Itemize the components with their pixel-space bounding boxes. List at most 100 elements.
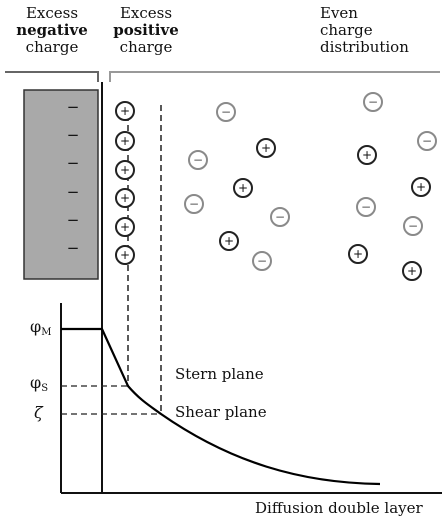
zeta-label: ζ xyxy=(34,403,43,422)
plus-sign: + xyxy=(120,104,130,118)
header-negative-charge: Excess negative charge xyxy=(2,5,102,56)
diffusion-double-layer-caption: Diffusion double layer xyxy=(255,499,423,517)
plus-sign: + xyxy=(224,234,234,248)
plus-sign: + xyxy=(261,141,271,155)
stern-cation: + xyxy=(115,131,135,151)
header-positive-line2: positive xyxy=(113,21,179,39)
diffuse-anion: − xyxy=(417,131,437,151)
ion-circle xyxy=(115,188,135,208)
electrode-negative-charge: − xyxy=(67,98,80,116)
electrode-charges: − − − − − − xyxy=(67,98,80,257)
plus-sign: + xyxy=(120,163,130,177)
phi-m-subscript: M xyxy=(41,327,52,338)
diffuse-anion: − xyxy=(216,102,236,122)
phi-s-label: φS xyxy=(30,374,48,397)
plus-sign: + xyxy=(120,134,130,148)
electrode-negative-charge: − xyxy=(67,126,80,144)
minus-sign: − xyxy=(221,105,231,119)
ion-circle xyxy=(357,145,377,165)
ion-circle xyxy=(115,160,135,180)
diffuse-cation: + xyxy=(357,145,377,165)
diffuse-cation: + xyxy=(256,138,276,158)
electrode-negative-charge: − xyxy=(67,239,80,257)
ion-circle xyxy=(348,244,368,264)
stern-cation: + xyxy=(115,160,135,180)
stern-cation: + xyxy=(115,188,135,208)
ion-circle xyxy=(252,251,272,271)
stern-plane-label: Stern plane xyxy=(175,365,264,383)
ion-circle xyxy=(403,216,423,236)
minus-sign: − xyxy=(422,134,432,148)
minus-sign: − xyxy=(361,200,371,214)
header-negative-line3: charge xyxy=(25,38,79,56)
minus-sign: − xyxy=(368,95,378,109)
diffuse-anion: − xyxy=(270,207,290,227)
phi-m-label: φM xyxy=(30,318,51,341)
header-positive-line1: Excess xyxy=(119,4,173,22)
ion-circle xyxy=(188,150,208,170)
potential-curve xyxy=(61,327,381,486)
ion-circle xyxy=(115,131,135,151)
plus-sign: + xyxy=(120,220,130,234)
plus-sign: + xyxy=(120,248,130,262)
negative-bracket xyxy=(5,71,99,82)
diffuse-cation: + xyxy=(411,177,431,197)
phi-s-subscript: S xyxy=(41,383,49,394)
diffuse-anion: − xyxy=(356,197,376,217)
diffuse-anion: − xyxy=(403,216,423,236)
plus-sign: + xyxy=(353,247,363,261)
header-negative-line1: Excess xyxy=(25,4,79,22)
header-positive-line3: charge xyxy=(119,38,173,56)
ion-circle xyxy=(411,177,431,197)
stern-cation: + xyxy=(115,217,135,237)
electrode-block xyxy=(23,89,99,280)
header-positive-charge: Excess positive charge xyxy=(100,5,192,56)
plus-sign: + xyxy=(407,264,417,278)
header-even-line2: charge xyxy=(320,21,373,39)
ion-circle xyxy=(233,178,253,198)
header-even-line3: distribution xyxy=(320,38,409,56)
header-even-line1: Even xyxy=(320,4,358,22)
diffuse-layer-ions: − − + − + − + + − − − − + + − + xyxy=(184,92,437,281)
plus-sign: + xyxy=(238,181,248,195)
ion-circle xyxy=(219,231,239,251)
ion-circle xyxy=(356,197,376,217)
ion-circle xyxy=(256,138,276,158)
diffuse-anion: − xyxy=(363,92,383,112)
positive-bracket xyxy=(109,71,440,82)
ion-circle xyxy=(216,102,236,122)
stern-cation: + xyxy=(115,101,135,121)
phi-m-symbol: φ xyxy=(30,317,42,336)
ion-circle xyxy=(115,101,135,121)
ion-circle xyxy=(115,217,135,237)
shear-plane-label: Shear plane xyxy=(175,403,267,421)
header-even-distribution: Even charge distribution xyxy=(320,5,440,56)
header-negative-line2: negative xyxy=(16,21,88,39)
electrode-negative-charge: − xyxy=(67,154,80,172)
electrode-negative-charge: − xyxy=(67,211,80,229)
ion-circle xyxy=(402,261,422,281)
minus-sign: − xyxy=(408,219,418,233)
minus-sign: − xyxy=(193,153,203,167)
ion-circle xyxy=(417,131,437,151)
diffuse-cation: + xyxy=(348,244,368,264)
ion-circle xyxy=(363,92,383,112)
diffuse-anion: − xyxy=(184,194,204,214)
plus-sign: + xyxy=(416,180,426,194)
ion-circle xyxy=(115,245,135,265)
minus-sign: − xyxy=(275,210,285,224)
minus-sign: − xyxy=(257,254,267,268)
stern-cation: + xyxy=(115,245,135,265)
diffuse-anion: − xyxy=(252,251,272,271)
phi-s-symbol: φ xyxy=(30,373,42,392)
diffuse-anion: − xyxy=(188,150,208,170)
stern-layer-ions: + + + + + + xyxy=(115,101,135,265)
plus-sign: + xyxy=(362,148,372,162)
diffuse-cation: + xyxy=(402,261,422,281)
minus-sign: − xyxy=(189,197,199,211)
ion-circle xyxy=(270,207,290,227)
plus-sign: + xyxy=(120,191,130,205)
electrode-negative-charge: − xyxy=(67,183,80,201)
diffuse-cation: + xyxy=(219,231,239,251)
